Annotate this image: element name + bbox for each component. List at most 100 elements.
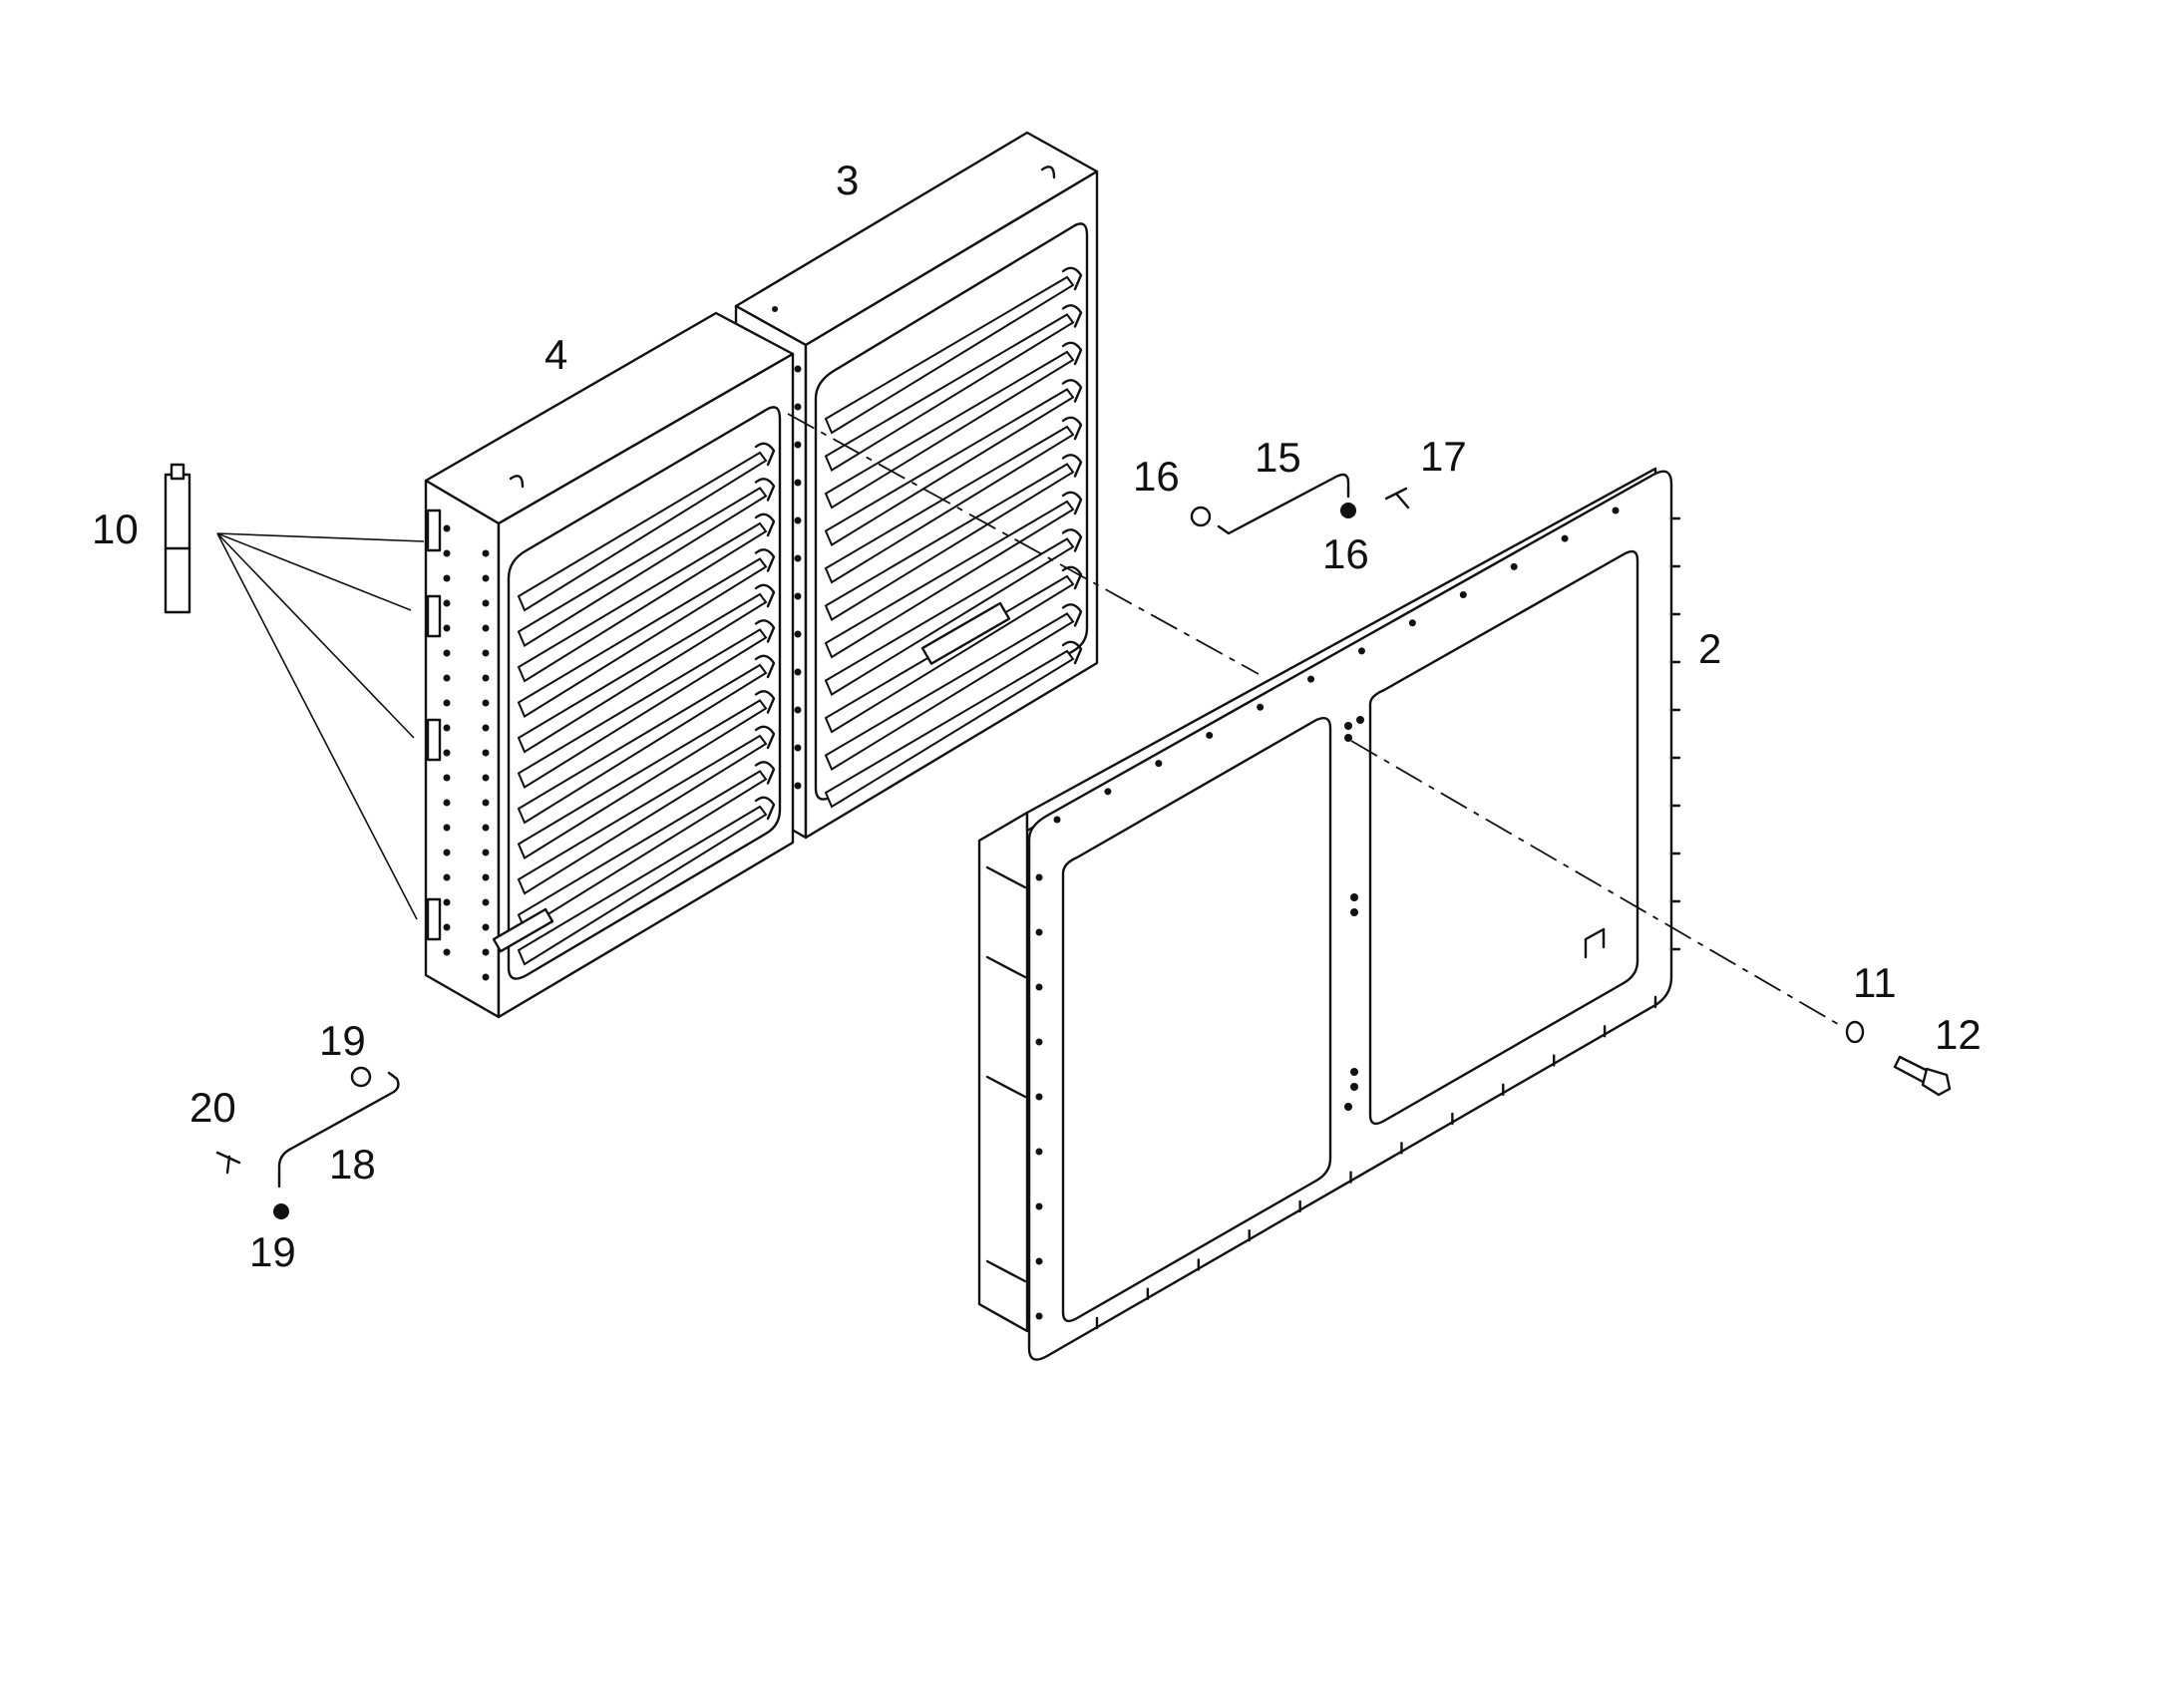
edge-hole [482, 699, 490, 707]
edge-hole [443, 524, 451, 532]
louvre-slat [824, 537, 1075, 696]
louvre-slat-pivot [754, 583, 776, 608]
edge-hole [794, 706, 802, 714]
edge-hole [482, 674, 490, 682]
edge-hole [794, 782, 802, 790]
louvre-slats-part-4 [517, 442, 776, 966]
callout-18: 18 [329, 1141, 376, 1188]
callout-4: 4 [545, 331, 567, 378]
frame-hole [1035, 1202, 1043, 1210]
edge-hole [443, 898, 451, 906]
frame-hole [1257, 703, 1265, 711]
callout-19-top: 19 [319, 1017, 366, 1064]
louvre-slat-pivot [1061, 528, 1083, 552]
frame-hole [1344, 722, 1352, 730]
louvre-slat [824, 275, 1075, 435]
edge-hole [443, 849, 451, 856]
callout-20: 20 [189, 1084, 236, 1131]
edge-hole [443, 649, 451, 657]
louvre-slat-pivot [1061, 491, 1083, 515]
edge-hole [482, 549, 490, 557]
edge-hole [443, 799, 451, 807]
edge-hole [794, 365, 802, 373]
callout-2: 2 [1698, 625, 1721, 672]
edge-hole [482, 923, 490, 931]
louvre-slat [824, 500, 1075, 659]
edge-hole [443, 824, 451, 832]
edge-hole [482, 574, 490, 582]
cotter-pin-part-20 [215, 1151, 241, 1175]
rod-part-15 [1217, 473, 1350, 535]
louvre-slat [824, 463, 1075, 621]
frame-hole [1561, 534, 1569, 542]
edge-hole [443, 724, 451, 732]
edge-hole [482, 873, 490, 881]
frame-hole [1035, 873, 1043, 881]
frame-hole [1350, 893, 1358, 901]
edge-hole [794, 744, 802, 752]
louvre-slat [517, 487, 768, 647]
edge-hole [482, 724, 490, 732]
edge-hole [443, 699, 451, 707]
nut-part-16-left [1190, 506, 1212, 527]
frame-hole [1035, 1038, 1043, 1046]
frame-hole [1053, 816, 1061, 824]
nut-part-19-bottom [273, 1203, 289, 1219]
edge-hole [482, 774, 490, 782]
frame-hole [1350, 1068, 1358, 1076]
louvre-slat-pivot [1061, 341, 1083, 366]
edge-hole [443, 574, 451, 582]
louvre-slat-pivot [754, 796, 776, 821]
frame-hole [1350, 1083, 1358, 1091]
edge-hole [443, 624, 451, 632]
edge-hole [443, 774, 451, 782]
frame-hole [1612, 507, 1620, 514]
louvre-slat [517, 521, 768, 683]
frame-hole [1035, 1148, 1043, 1156]
callout-16-left: 16 [1133, 453, 1180, 500]
louvre-slat-pivot [754, 725, 776, 750]
louvre-slat [824, 649, 1075, 809]
edge-hole [482, 973, 490, 981]
edge-hole [794, 554, 802, 562]
edge-hole [794, 479, 802, 487]
louvre-slat [517, 734, 768, 895]
frame-hole [1307, 675, 1315, 683]
louvre-slat-pivot [754, 690, 776, 714]
frame-hole [1510, 562, 1518, 570]
edge-hole [794, 592, 802, 600]
nut-part-16-right [1340, 503, 1356, 518]
edge-hole [443, 749, 451, 757]
louvre-slat-pivot [754, 761, 776, 785]
assembly-line-3-to-2 [787, 413, 1260, 675]
louvre-slat-pivot [754, 512, 776, 537]
louvre-slat [517, 663, 768, 825]
louvre-panel-part-4 [424, 311, 1011, 1019]
edge-hole [794, 403, 802, 411]
louvre-slat-pivot [754, 654, 776, 679]
louvre-slat-pivot [754, 478, 776, 502]
edge-hole [794, 516, 802, 524]
frame-hole [1459, 591, 1467, 599]
edge-hole [482, 948, 490, 956]
washer-part-11 [1845, 1020, 1865, 1044]
cotter-pin-part-17 [1384, 487, 1410, 510]
louvre-slat-pivot [1061, 565, 1083, 590]
edge-hole [482, 799, 490, 807]
assembly-line-2-to-12 [1350, 740, 1844, 1028]
callout-10: 10 [92, 506, 139, 552]
edge-hole [482, 649, 490, 657]
callout-15: 15 [1255, 434, 1301, 481]
frame-hole [1155, 760, 1163, 768]
edge-hole [794, 668, 802, 676]
louvre-slat [824, 425, 1075, 584]
edge-hole [443, 923, 451, 931]
frame-hole [1206, 731, 1214, 739]
callout-11: 11 [1853, 959, 1897, 1006]
callout-19-bottom: 19 [249, 1228, 296, 1275]
callout-17: 17 [1420, 433, 1467, 480]
edge-hole [794, 630, 802, 638]
louvre-slat-pivot [1061, 304, 1083, 328]
frame-hole [1344, 734, 1352, 742]
edge-hole [482, 624, 490, 632]
